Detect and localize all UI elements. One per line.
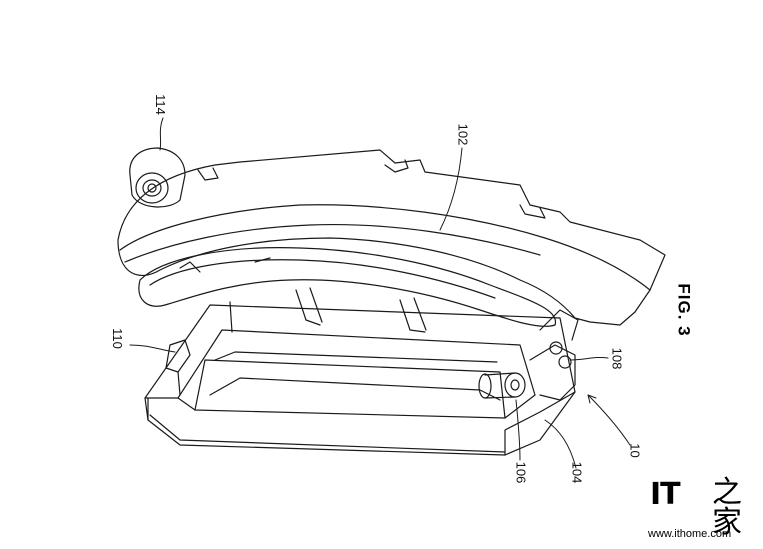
ref-numeral-108: 108	[609, 347, 625, 370]
watermark-url: www.ithome.com	[648, 528, 732, 540]
lid-102	[117, 149, 666, 327]
ithome-watermark: IT 之家 www.ithome.com	[648, 478, 756, 546]
watermark-glyph: 之家	[712, 475, 742, 540]
ref-numeral-114: 114	[152, 94, 168, 115]
ref-numeral-10: 10	[627, 443, 643, 458]
watermark-logo: IT	[650, 477, 681, 512]
ref-numeral-106: 106	[513, 461, 529, 484]
latch-110	[165, 339, 191, 396]
ref-numeral-102: 102	[455, 123, 471, 146]
hinge-assembly	[478, 309, 579, 401]
pivot-knob-114	[129, 147, 186, 208]
leader-lines	[129, 117, 631, 469]
base-tray	[144, 287, 576, 456]
ref-numeral-104: 104	[569, 461, 585, 484]
figure-title: FIG. 3	[674, 283, 694, 337]
ref-numeral-110: 110	[109, 328, 125, 349]
